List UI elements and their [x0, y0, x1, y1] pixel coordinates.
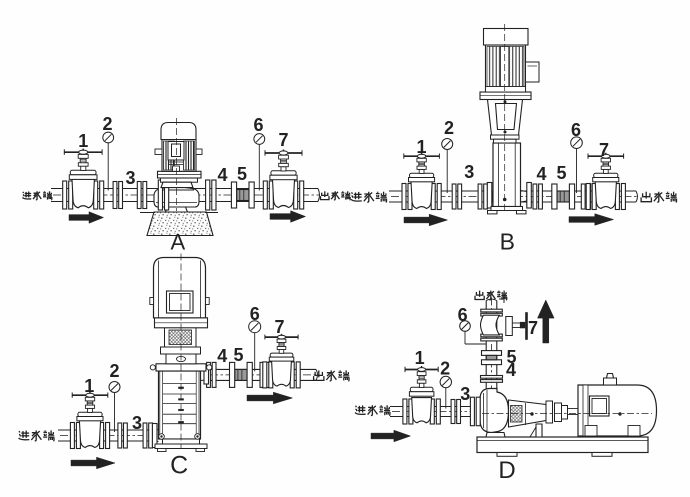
svg-text:7: 7 — [278, 130, 288, 150]
svg-text:4: 4 — [217, 165, 227, 185]
svg-text:1: 1 — [84, 376, 94, 396]
svg-text:2: 2 — [440, 359, 450, 379]
svg-text:D: D — [498, 457, 515, 484]
svg-text:1: 1 — [78, 131, 88, 151]
svg-text:5: 5 — [237, 164, 247, 184]
svg-text:2: 2 — [102, 114, 112, 134]
svg-text:4: 4 — [536, 164, 546, 184]
svg-text:1: 1 — [415, 348, 425, 368]
svg-text:6: 6 — [571, 120, 581, 140]
svg-text:2: 2 — [444, 118, 454, 138]
svg-text:A: A — [171, 229, 186, 254]
svg-text:C: C — [170, 451, 188, 479]
svg-text:7: 7 — [599, 140, 609, 160]
svg-text:B: B — [500, 228, 515, 254]
svg-text:3: 3 — [125, 168, 135, 188]
svg-text:1: 1 — [416, 137, 426, 157]
svg-text:3: 3 — [460, 384, 470, 404]
svg-text:6: 6 — [458, 305, 468, 325]
svg-text:5: 5 — [233, 345, 243, 365]
svg-text:6: 6 — [250, 304, 260, 324]
svg-text:5: 5 — [556, 163, 566, 183]
svg-text:4: 4 — [506, 360, 516, 380]
svg-text:3: 3 — [464, 162, 474, 182]
svg-text:2: 2 — [109, 361, 119, 381]
svg-text:7: 7 — [274, 317, 284, 337]
svg-text:6: 6 — [253, 115, 263, 135]
svg-text:7: 7 — [528, 318, 538, 338]
svg-text:4: 4 — [217, 346, 227, 366]
svg-text:5: 5 — [506, 347, 516, 367]
svg-text:3: 3 — [132, 413, 142, 433]
